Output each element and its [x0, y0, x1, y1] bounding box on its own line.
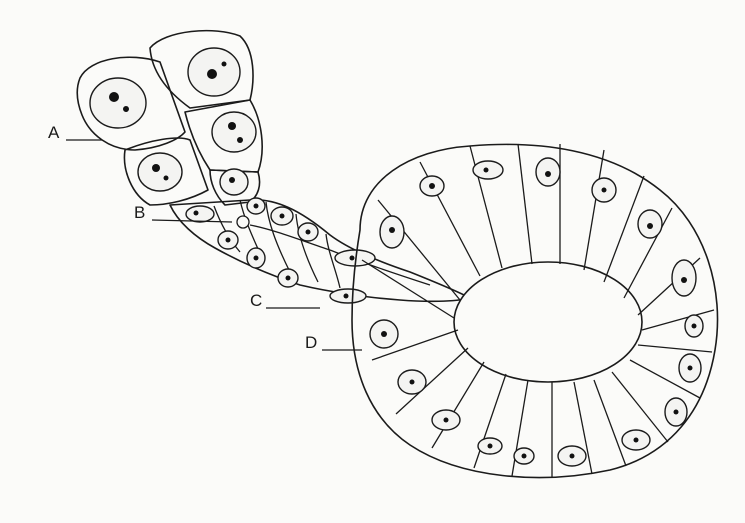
tapering-cell-strand [170, 198, 470, 303]
svg-text:C: C [250, 291, 262, 310]
upper-cell-cluster [77, 31, 262, 205]
svg-text:A: A [48, 123, 60, 142]
small-round-cell [237, 216, 249, 228]
label-B: B [134, 203, 232, 222]
svg-text:B: B [134, 203, 145, 222]
svg-text:D: D [305, 333, 317, 352]
nucleus [90, 78, 146, 128]
coiled-tubule-ring [352, 144, 718, 478]
label-C: C [250, 291, 320, 310]
